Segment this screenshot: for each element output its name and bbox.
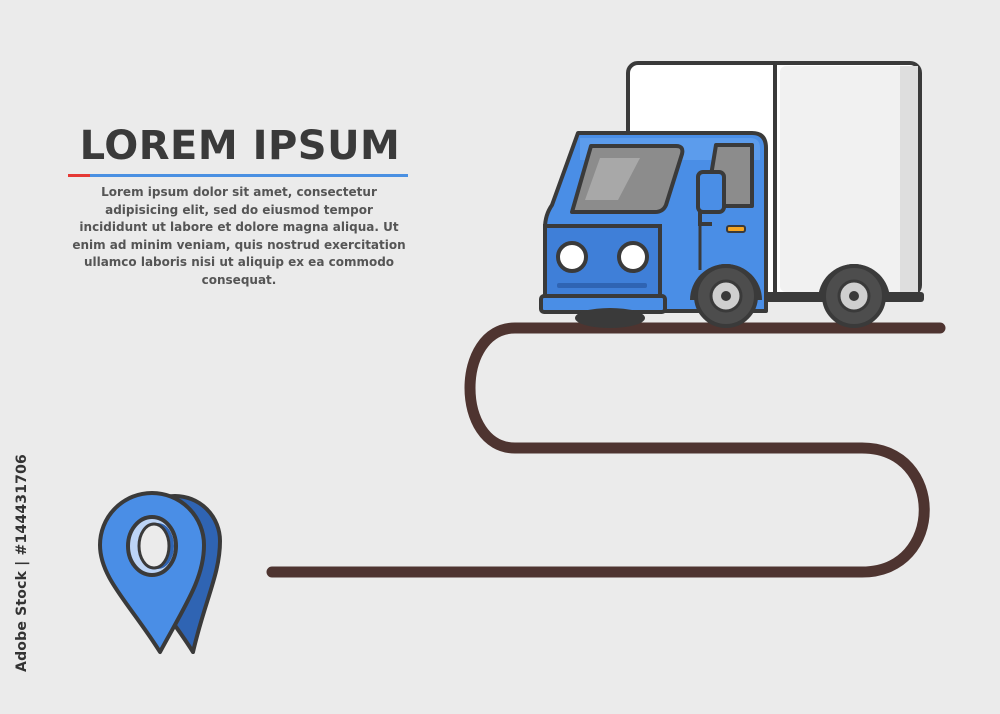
watermark-id-text: Adobe Stock | #144431706 [14, 454, 30, 672]
delivery-truck-icon [539, 61, 924, 328]
map-pin-icon [98, 491, 222, 654]
rear-wheel [822, 264, 886, 328]
front-wheel [694, 264, 758, 328]
underline-blue-segment [90, 174, 408, 177]
watermark-id: Adobe Stock | #144431706 [10, 454, 34, 672]
headline: LOREM IPSUM [79, 123, 401, 169]
underline-red-segment [68, 174, 90, 177]
body-paragraph: Lorem ipsum dolor sit amet, consectetur … [72, 185, 406, 287]
route-line [266, 322, 946, 578]
headline-underline [68, 174, 408, 177]
